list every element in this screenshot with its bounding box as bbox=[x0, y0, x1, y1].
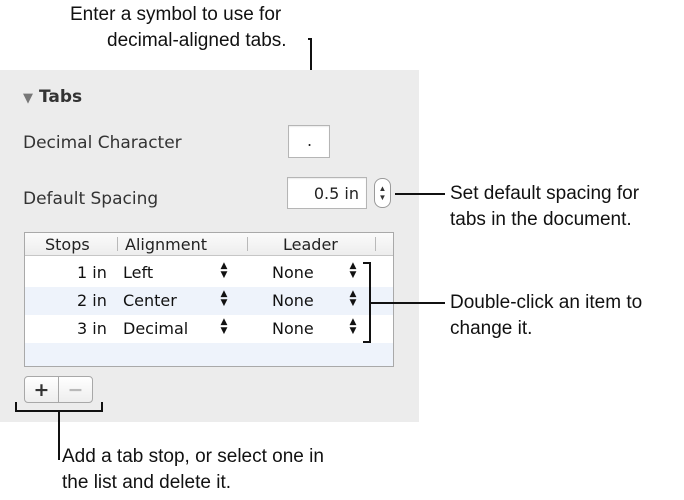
stop-cell[interactable]: 2 in bbox=[77, 291, 107, 310]
decimal-character-field[interactable]: . bbox=[288, 125, 330, 158]
list-callout-line2: change it. bbox=[450, 318, 533, 339]
stepper-down-icon[interactable]: ▼ bbox=[378, 193, 387, 202]
default-spacing-stepper[interactable]: ▲ ▼ bbox=[374, 178, 391, 208]
spacing-callout-leader bbox=[395, 193, 445, 195]
list-callout-leader bbox=[371, 302, 445, 304]
decimal-callout-line2: decimal-aligned tabs. bbox=[107, 30, 287, 51]
disclosure-triangle-icon[interactable]: ▼ bbox=[23, 91, 33, 106]
table-header: Stops Alignment Leader bbox=[25, 233, 393, 256]
default-spacing-value: 0.5 in bbox=[313, 184, 359, 203]
table-row[interactable]: 2 in Center ▲▼ None ▲▼ bbox=[25, 287, 393, 315]
alignment-cell[interactable]: Decimal bbox=[123, 319, 189, 338]
tabs-section-title: Tabs bbox=[39, 87, 83, 107]
stop-cell[interactable]: 1 in bbox=[77, 263, 107, 282]
table-row[interactable]: 1 in Left ▲▼ None ▲▼ bbox=[25, 259, 393, 287]
table-row[interactable]: 3 in Decimal ▲▼ None ▲▼ bbox=[25, 315, 393, 343]
column-separator bbox=[117, 237, 118, 251]
list-bracket-top bbox=[363, 262, 371, 264]
tab-stops-table[interactable]: Stops Alignment Leader 1 in Left ▲▼ None… bbox=[24, 232, 394, 367]
alignment-cell[interactable]: Center bbox=[123, 291, 177, 310]
decimal-character-label: Decimal Character bbox=[23, 133, 182, 153]
stop-cell[interactable]: 3 in bbox=[77, 319, 107, 338]
remove-tab-stop-button[interactable]: − bbox=[58, 376, 93, 403]
list-callout-line1: Double-click an item to bbox=[450, 292, 643, 313]
column-separator bbox=[375, 237, 376, 251]
alignment-cell[interactable]: Left bbox=[123, 263, 154, 282]
add-bracket-right bbox=[101, 402, 103, 412]
add-callout-line2: the list and delete it. bbox=[62, 472, 231, 493]
leader-cell[interactable]: None bbox=[272, 319, 314, 338]
default-spacing-label: Default Spacing bbox=[23, 189, 159, 209]
list-bracket-bottom bbox=[363, 341, 371, 343]
tabs-section-header[interactable]: ▼ Tabs bbox=[23, 87, 82, 107]
leader-cell[interactable]: None bbox=[272, 291, 314, 310]
column-header-alignment[interactable]: Alignment bbox=[125, 235, 207, 254]
decimal-callout-line1: Enter a symbol to use for bbox=[70, 4, 282, 25]
stepper-up-icon[interactable]: ▲ bbox=[378, 184, 387, 193]
alignment-stepper-icon[interactable]: ▲▼ bbox=[220, 317, 228, 336]
spacing-callout-line1: Set default spacing for bbox=[450, 183, 640, 204]
table-row-empty bbox=[25, 343, 393, 366]
default-spacing-field[interactable]: 0.5 in bbox=[287, 177, 367, 209]
add-callout-line1: Add a tab stop, or select one in bbox=[62, 446, 324, 467]
add-bracket-left bbox=[15, 402, 17, 412]
leader-cell[interactable]: None bbox=[272, 263, 314, 282]
column-separator bbox=[247, 237, 248, 251]
column-header-stops[interactable]: Stops bbox=[45, 235, 90, 254]
spacing-callout-line2: tabs in the document. bbox=[450, 209, 632, 230]
leader-stepper-icon[interactable]: ▲▼ bbox=[349, 289, 357, 308]
leader-stepper-icon[interactable]: ▲▼ bbox=[349, 261, 357, 280]
decimal-character-value: . bbox=[307, 131, 313, 150]
alignment-stepper-icon[interactable]: ▲▼ bbox=[220, 261, 228, 280]
alignment-stepper-icon[interactable]: ▲▼ bbox=[220, 289, 228, 308]
column-header-leader[interactable]: Leader bbox=[283, 235, 338, 254]
leader-stepper-icon[interactable]: ▲▼ bbox=[349, 317, 357, 336]
add-tab-stop-button[interactable]: + bbox=[24, 376, 59, 403]
add-callout-leader bbox=[58, 410, 60, 460]
list-bracket-vertical bbox=[369, 262, 371, 343]
